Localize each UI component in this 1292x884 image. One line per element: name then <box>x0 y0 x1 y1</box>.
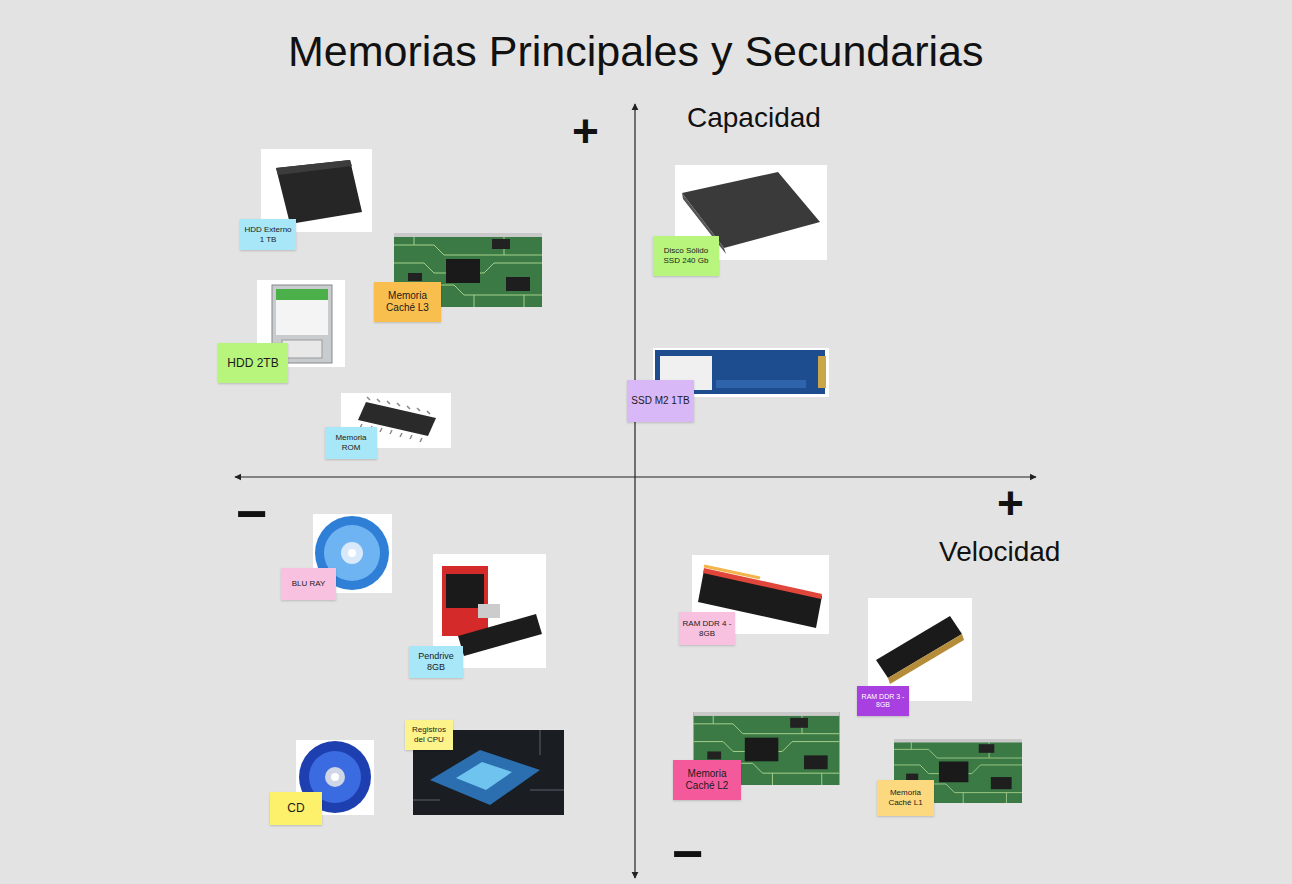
plus-sign: + <box>997 480 1024 526</box>
note-text: SSD M2 1TB <box>631 395 689 407</box>
note-text: HDD 2TB <box>227 356 278 370</box>
sticky-note: Memoria ROM <box>325 427 377 459</box>
note-text: Registros del CPU <box>408 725 450 744</box>
axis-label: Velocidad <box>939 538 1060 566</box>
note-text: BLU RAY <box>292 579 326 589</box>
note-text: Pendrive 8GB <box>412 651 460 673</box>
note-text: Memoria Caché L2 <box>676 768 738 792</box>
note-text: RAM DDR 4 - 8GB <box>682 619 732 638</box>
sticky-note: RAM DDR 3 - 8GB <box>857 686 909 716</box>
sticky-note: SSD M2 1TB <box>627 380 694 422</box>
sticky-note: Registros del CPU <box>405 720 453 750</box>
note-text: Disco Sólido SSD 240 Gb <box>656 246 716 265</box>
axis-lines <box>235 104 1036 878</box>
note-text: Memoria Caché L1 <box>880 788 931 807</box>
note-text: RAM DDR 3 - 8GB <box>860 693 906 710</box>
sticky-note: CD <box>270 792 322 825</box>
note-text: Memoria Caché L3 <box>377 290 438 314</box>
sticky-note: HDD Externo 1 TB <box>240 219 296 250</box>
plus-sign: + <box>572 108 599 154</box>
sticky-note: HDD 2TB <box>218 343 288 383</box>
minus-sign: − <box>672 826 704 880</box>
sticky-note: Memoria Caché L2 <box>673 760 741 800</box>
sticky-note: Pendrive 8GB <box>409 646 463 678</box>
axis-label: Capacidad <box>687 104 821 132</box>
note-text: HDD Externo 1 TB <box>243 225 293 244</box>
sticky-note: Memoria Caché L1 <box>877 780 934 816</box>
sticky-note: Memoria Caché L3 <box>374 282 441 322</box>
minus-sign: − <box>236 486 268 540</box>
note-text: CD <box>287 801 304 815</box>
diagram-title: Memorias Principales y Secundarias <box>288 30 983 73</box>
note-text: Memoria ROM <box>328 433 374 452</box>
sticky-note: Disco Sólido SSD 240 Gb <box>653 236 719 276</box>
sticky-note: RAM DDR 4 - 8GB <box>679 612 735 645</box>
sticky-note: BLU RAY <box>281 568 336 600</box>
